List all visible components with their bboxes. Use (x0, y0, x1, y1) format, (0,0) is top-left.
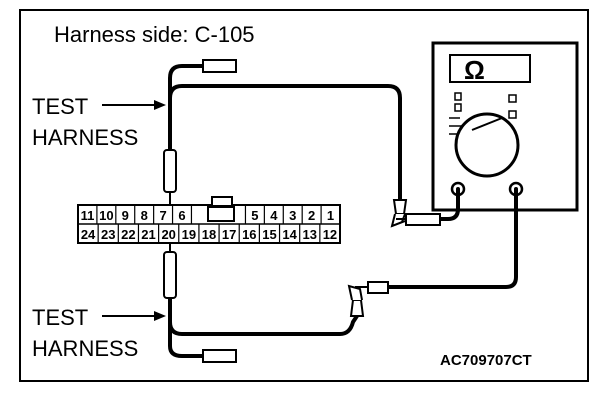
harness-lower-probe-sleeve (163, 251, 177, 299)
connector-pin-label: 7 (159, 208, 166, 223)
meter-probe-lower (367, 281, 389, 294)
meter-switch-top (454, 92, 462, 101)
test-harness-lower (163, 243, 365, 363)
ohm-symbol: Ω (464, 55, 485, 85)
connector-pin-label: 6 (178, 208, 185, 223)
meter-indicator-b (508, 110, 517, 119)
test-harness-label-upper-line2: HARNESS (32, 125, 139, 150)
connector-pin-label: 17 (222, 227, 236, 242)
connector-pin-label: 14 (282, 227, 297, 242)
meter-indicator-a (508, 94, 517, 103)
meter-lead-lower-wire (388, 189, 518, 289)
meter-dial-pointer (471, 117, 503, 131)
connector-pin-label: 13 (303, 227, 317, 242)
connector-pin-label: 24 (81, 227, 96, 242)
connector-pin-label: 18 (202, 227, 216, 242)
meter-probe-upper (405, 213, 441, 226)
connector-key (207, 206, 235, 222)
label-arrow-upper (102, 100, 166, 110)
connector-pin-label: 10 (99, 208, 113, 223)
meter-display (449, 54, 531, 83)
test-harness-upper (163, 59, 409, 228)
connector-pin-label: 19 (182, 227, 196, 242)
test-harness-label-lower-line2: HARNESS (32, 336, 139, 361)
ohmmeter (431, 41, 579, 212)
connector-pin-label: 5 (251, 208, 258, 223)
diagram-frame (19, 9, 589, 382)
connector-pin-label: 4 (270, 208, 278, 223)
connector-pin-label: 1 (327, 208, 334, 223)
meter-switch-mid (454, 103, 462, 112)
connector-pin-label: 9 (122, 208, 129, 223)
connector-pin-label: 16 (242, 227, 256, 242)
diagram-title: Harness side: C-105 (54, 22, 255, 47)
connector-pin-label: 21 (141, 227, 155, 242)
connector-pin-label: 15 (262, 227, 276, 242)
harness-upper-clip (392, 199, 408, 215)
connector-pin-label: 23 (101, 227, 115, 242)
connector-pin-label: 11 (81, 208, 95, 223)
harness-lower-spare-lead (168, 298, 203, 358)
meter-dial (454, 112, 520, 178)
connector-pin-label: 8 (141, 208, 148, 223)
meter-lead-upper-wire (440, 189, 460, 221)
connector-pin-label: 2 (308, 208, 315, 223)
connector-pin-label: 12 (323, 227, 337, 242)
harness-lower-main-lead (168, 298, 359, 336)
connector-pin-label: 3 (289, 208, 296, 223)
figure-code: AC709707CT (440, 352, 532, 369)
meter-lead-lower (355, 189, 518, 294)
connector-pin-label: 22 (121, 227, 135, 242)
harness-lower-clip (349, 299, 365, 317)
harness-upper-main-lead (168, 84, 402, 200)
harness-lower-clip-jaw (347, 284, 363, 301)
meter-lead-upper (396, 189, 460, 226)
connector-pin-label: 20 (161, 227, 175, 242)
harness-upper-probe-sleeve (163, 149, 177, 193)
connector-lock-tab (211, 196, 233, 207)
test-harness-label-lower-line1: TEST (32, 305, 89, 330)
harness-upper-spare-lead (168, 64, 203, 160)
test-harness-label-upper-line1: TEST (32, 94, 89, 119)
harness-lower-spare-plug (202, 349, 237, 363)
harness-upper-spare-plug (202, 59, 237, 73)
label-arrow-lower (102, 311, 166, 321)
